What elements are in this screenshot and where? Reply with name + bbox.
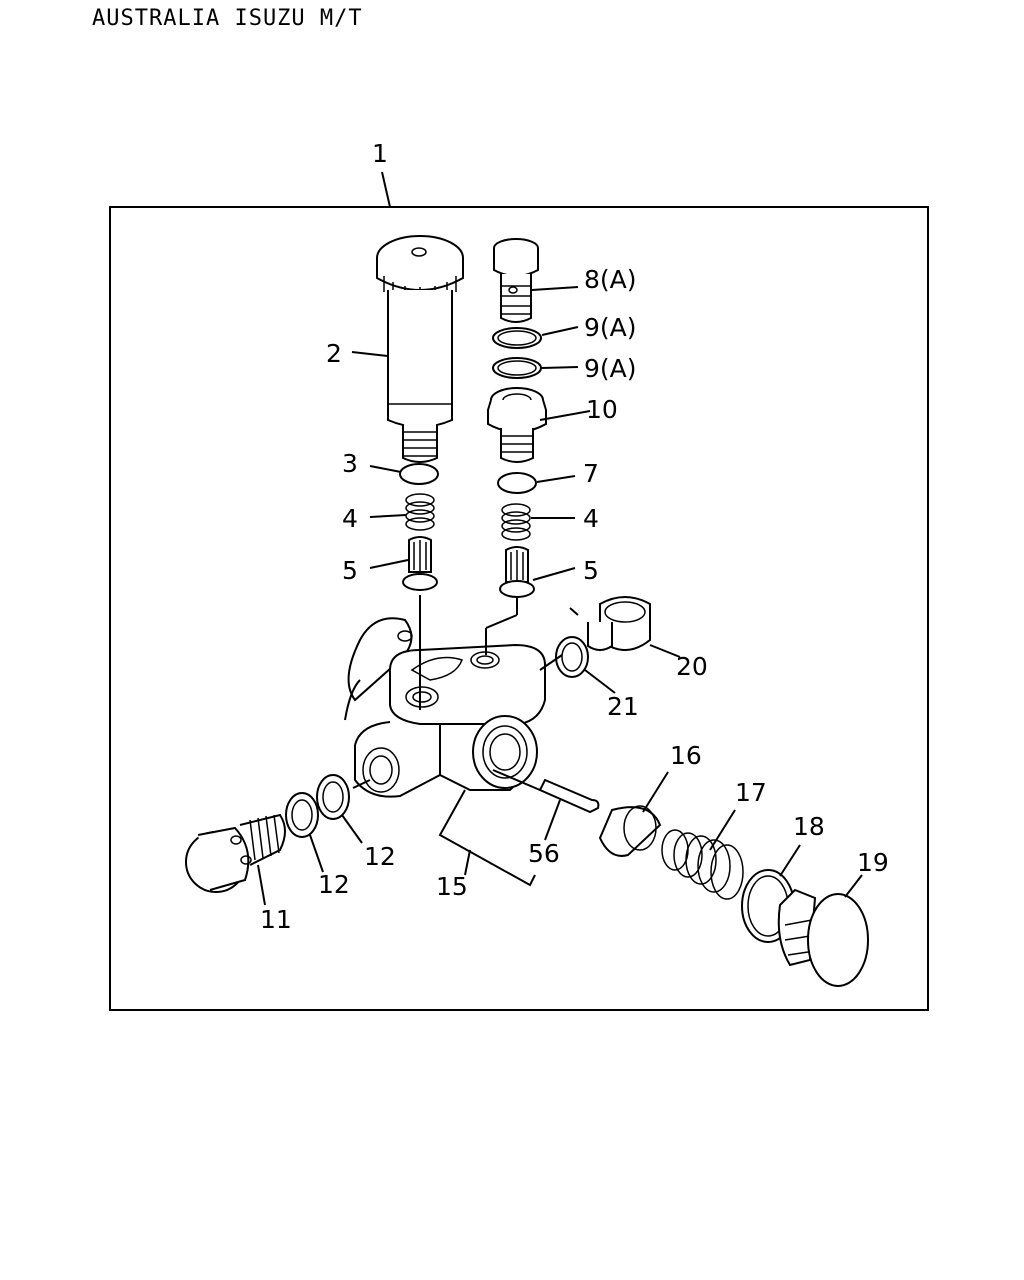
callout-21: 21 xyxy=(607,692,639,721)
part-4-spring-right[interactable] xyxy=(501,503,531,541)
callout-3: 3 xyxy=(342,449,358,478)
part-10-holder[interactable] xyxy=(487,387,547,463)
part-5-valve-right[interactable] xyxy=(499,546,535,598)
part-12-washer-outer[interactable] xyxy=(316,774,350,820)
callout-56: 56 xyxy=(528,839,560,868)
callout-20: 20 xyxy=(676,652,708,681)
callout-8a: 8(A) xyxy=(584,265,637,294)
callout-12-inner: 12 xyxy=(318,870,350,899)
callout-4-left: 4 xyxy=(342,504,358,533)
page-title: AUSTRALIA ISUZU M/T xyxy=(92,6,363,31)
callout-2: 2 xyxy=(326,339,342,368)
part-8-bolt[interactable] xyxy=(493,238,539,323)
part-2-priming-pump[interactable] xyxy=(376,235,464,463)
leader-lines xyxy=(257,286,863,906)
callout-11: 11 xyxy=(260,905,292,934)
callout-7: 7 xyxy=(583,459,599,488)
callout-19: 19 xyxy=(857,848,889,877)
callout-9a-upper: 9(A) xyxy=(584,313,637,342)
part-15-pump-body[interactable] xyxy=(344,617,546,798)
part-56-pin[interactable] xyxy=(538,778,600,814)
callout-5-left: 5 xyxy=(342,556,358,585)
part-11-banjo-bolt[interactable] xyxy=(185,813,286,893)
part-16-piston[interactable] xyxy=(598,805,662,857)
callout-15: 15 xyxy=(436,872,468,901)
part-7-o-ring[interactable] xyxy=(497,472,537,494)
part-5-valve-left[interactable] xyxy=(402,536,438,591)
part-19-plug[interactable] xyxy=(777,888,869,987)
part-3-o-ring[interactable] xyxy=(399,463,439,485)
part-21-washer[interactable] xyxy=(555,636,589,678)
callout-17: 17 xyxy=(735,778,767,807)
part-20-plug[interactable] xyxy=(587,596,651,651)
callout-12-outer: 12 xyxy=(364,842,396,871)
part-12-washer-inner[interactable] xyxy=(285,792,319,838)
part-4-spring-left[interactable] xyxy=(405,493,435,531)
part-17-spring[interactable] xyxy=(661,829,744,900)
callout-16: 16 xyxy=(670,741,702,770)
callout-10: 10 xyxy=(586,395,618,424)
callout-9a-lower: 9(A) xyxy=(584,354,637,383)
leader-1 xyxy=(381,171,391,208)
callout-4-right: 4 xyxy=(583,504,599,533)
callout-18: 18 xyxy=(793,812,825,841)
callout-1: 1 xyxy=(372,139,388,168)
diagram-frame xyxy=(109,206,929,1011)
callout-5-right: 5 xyxy=(583,556,599,585)
